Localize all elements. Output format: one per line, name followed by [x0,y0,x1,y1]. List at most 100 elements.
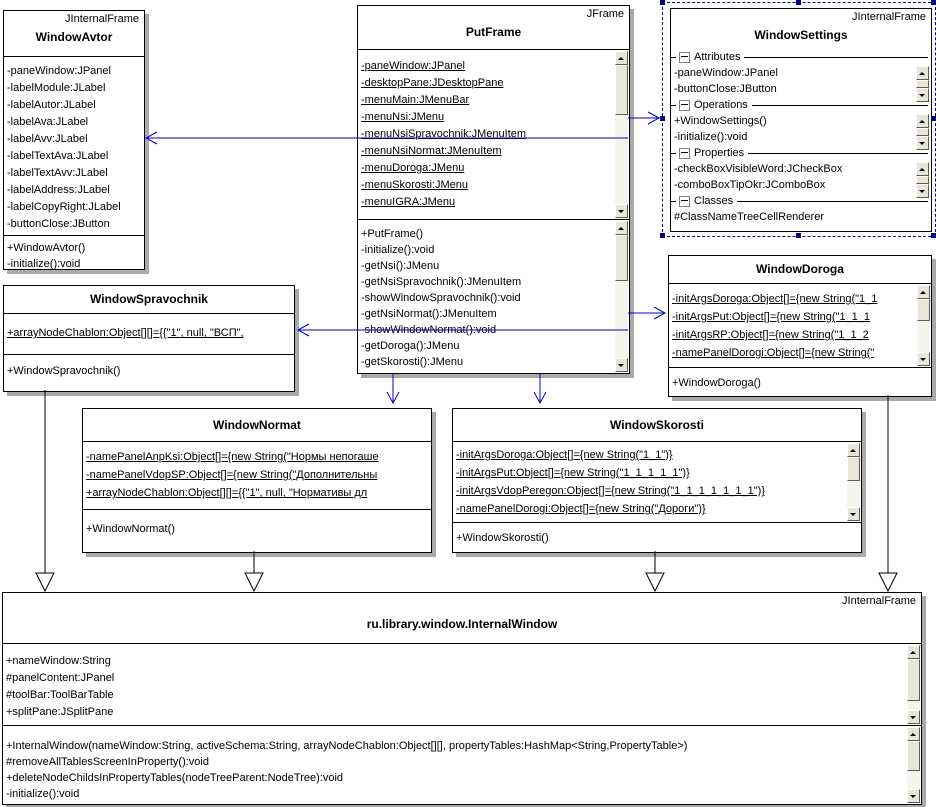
selection-handle[interactable] [660,116,665,121]
attribute-row: #toolBar:ToolBarTable [6,689,114,701]
dependency-putframe-windowskorosti[interactable] [533,374,547,405]
operation-row: +WindowSettings() [674,115,767,127]
scrollbar[interactable] [916,114,929,150]
class-box-windowavtor[interactable]: JInternalFrame WindowAvtor -paneWindow:J… [3,10,145,270]
scrollbar-up-button[interactable] [916,66,929,80]
attribute-row: -initArgsRP:Object[]={new String("1_1_2 [672,329,869,341]
scrollbar-track[interactable] [917,321,930,352]
collapse-icon[interactable] [679,195,690,207]
generalization-windownormat-internalwindow[interactable] [244,551,264,593]
generalization-windowspravochnik-internalwindow[interactable] [35,390,55,593]
scrollbar-down-button[interactable] [615,204,628,218]
class-header: JInternalFrame ru.library.window.Interna… [3,593,921,644]
class-box-windowskorosti[interactable]: WindowSkorosti -initArgsDoroga:Object[]=… [452,408,862,553]
scrollbar-thumb[interactable] [907,659,920,701]
scrollbar[interactable] [907,645,920,724]
scrollbar-down-button[interactable] [907,710,920,724]
scrollbar-up-button[interactable] [615,221,628,235]
scrollbar-up-button[interactable] [916,162,929,176]
class-box-windowsettings[interactable]: JInternalFrame WindowSettings Attributes… [670,8,932,232]
scrollbar[interactable] [916,66,929,102]
class-header: JInternalFrame WindowAvtor [4,11,144,57]
attribute-row: -labelModule:JLabel [7,82,106,94]
scrollbar-up-button[interactable] [615,51,628,65]
operation-row: -initialize():void [361,244,435,256]
scrollbar[interactable] [916,162,929,198]
attributes-section: +nameWindow:String#panelContent:JPanel#t… [3,644,921,726]
scrollbar-down-button[interactable] [847,507,860,521]
selection-handle[interactable] [931,0,936,5]
scrollbar-thumb[interactable] [615,65,628,115]
selection-handle[interactable] [796,233,801,238]
group-label: Operations [694,99,748,111]
scrollbar-up-button[interactable] [847,443,860,457]
scrollbar-track[interactable] [907,701,920,710]
class-box-internalwindow[interactable]: JInternalFrame ru.library.window.Interna… [2,592,922,805]
class-box-putframe[interactable]: JFrame PutFrame -paneWindow:JPanel-deskt… [357,5,630,374]
divider [744,56,928,58]
scrollbar-down-button[interactable] [615,358,628,372]
stereotype-label: JInternalFrame [842,595,916,607]
scrollbar-down-button[interactable] [916,136,929,150]
generalization-windowskorosti-internalwindow[interactable] [645,551,665,593]
attribute-row: -labelAvv:JLabel [7,133,88,145]
scrollbar-thumb[interactable] [907,741,920,771]
scrollbar-up-button[interactable] [917,285,930,299]
group-label: Classes [694,195,734,207]
scrollbar-up-button[interactable] [907,645,920,659]
operation-row: +WindowSkorosti() [456,532,549,544]
group-header-properties: Properties [671,145,931,161]
selection-handle[interactable] [660,0,665,5]
collapse-icon[interactable] [679,51,690,63]
collapse-icon[interactable] [679,147,690,159]
class-name: WindowSkorosti [610,418,704,432]
scrollbar-down-button[interactable] [916,88,929,102]
class-box-windownormat[interactable]: WindowNormat -namePanelAnpKsi:Object[]={… [82,408,432,553]
dependency-putframe-windowdoroga[interactable] [628,306,667,320]
class-header: JInternalFrame WindowSettings [671,9,931,49]
scrollbar[interactable] [907,727,920,803]
operation-list: +WindowSpravochnik() [4,355,294,380]
scrollbar-up-button[interactable] [916,114,929,128]
operation-row: -initialize():void [7,258,81,269]
class-header: JFrame PutFrame [358,6,629,50]
dependency-putframe-windownormat[interactable] [386,374,400,405]
collapse-icon[interactable] [679,99,690,111]
attribute-row: -menuMain:JMenuBar [361,94,470,106]
scrollbar-track[interactable] [615,281,628,358]
selection-handle[interactable] [660,233,665,238]
scrollbar-track[interactable] [907,771,920,789]
scrollbar[interactable] [847,443,860,521]
scrollbar-down-button[interactable] [916,184,929,198]
scrollbar-thumb[interactable] [847,457,860,481]
generalization-windowdoroga-internalwindow[interactable] [878,395,898,593]
scrollbar-up-button[interactable] [907,727,920,741]
dependency-putframe-windowsettings[interactable] [628,111,661,125]
class-name: WindowNormat [213,418,301,432]
scrollbar-down-button[interactable] [907,789,920,803]
scrollbar-thumb[interactable] [917,299,930,321]
operations-section: +WindowAvtor()-initialize():void [4,236,144,269]
scrollbar[interactable] [615,221,628,372]
operation-list: +InternalWindow(nameWindow:String, activ… [3,726,921,802]
scrollbar-thumb[interactable] [615,235,628,281]
scrollbar-down-button[interactable] [917,352,930,366]
divider [748,152,928,154]
operation-list: +WindowSettings()-initialize():void [671,113,931,145]
selection-handle[interactable] [931,233,936,238]
class-box-windowspravochnik[interactable]: WindowSpravochnik +arrayNodeChablon:Obje… [3,285,295,392]
operation-row: -showWindowSpravochnik():void [361,292,521,304]
scrollbar[interactable] [917,285,930,366]
scrollbar[interactable] [615,51,628,218]
scrollbar-thumb[interactable] [916,176,929,184]
selection-handle[interactable] [931,116,936,121]
scrollbar-track[interactable] [847,481,860,507]
selection-handle[interactable] [796,0,801,5]
scrollbar-thumb[interactable] [916,80,929,88]
scrollbar-thumb[interactable] [916,128,929,136]
group-header-operations: Operations [671,97,931,113]
scrollbar-track[interactable] [615,115,628,204]
class-box-windowdoroga[interactable]: WindowDoroga -initArgsDoroga:Object[]={n… [668,255,932,397]
class-name: WindowDoroga [756,262,844,276]
divider [671,152,676,154]
